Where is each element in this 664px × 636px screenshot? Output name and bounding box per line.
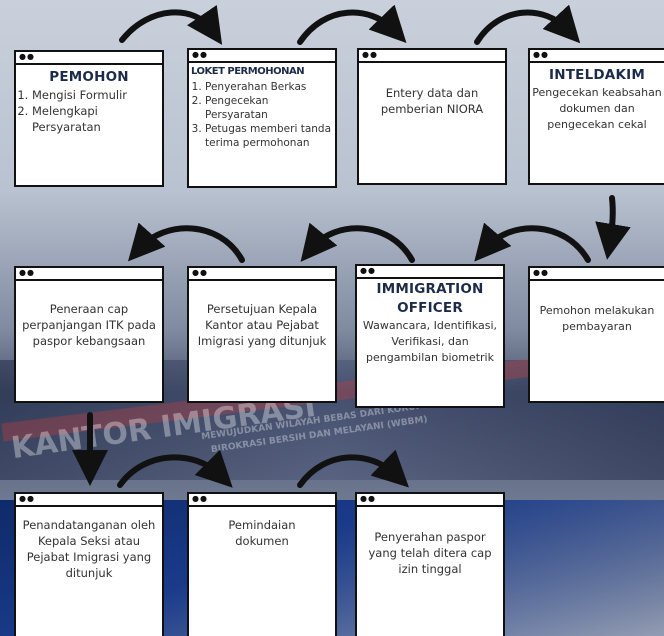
step-box-entery-data: ●● Entery data dan pemberian NIORA bbox=[357, 48, 507, 185]
window-bar: ●● bbox=[357, 494, 503, 507]
step-box-persetujuan: ●● Persetujuan Kepala Kantor atau Pejaba… bbox=[187, 266, 337, 403]
step-box-penandatanganan: ●● Penandatanganan oleh Kepala Seksi ata… bbox=[14, 492, 164, 636]
window-dots-icon: ●● bbox=[19, 494, 35, 503]
window-dots-icon: ●● bbox=[533, 50, 549, 59]
arrow-5-6 bbox=[474, 222, 591, 263]
arrow-6-7 bbox=[300, 222, 415, 263]
window-bar: ●● bbox=[16, 52, 162, 65]
step-text: Entery data dan pemberian NIORA bbox=[380, 86, 484, 116]
step-title: LOKET PERMOHONAN bbox=[191, 66, 305, 77]
step-text: Persetujuan Kepala Kantor atau Pejabat I… bbox=[197, 302, 327, 348]
step-title: INTELDAKIM bbox=[549, 67, 645, 83]
step-item: Petugas memberi tanda terima permohonan bbox=[205, 122, 333, 150]
step-item: Melengkapi Persyaratan bbox=[32, 103, 160, 135]
window-dots-icon: ●● bbox=[192, 494, 208, 503]
window-dots-icon: ●● bbox=[192, 268, 208, 277]
window-dots-icon: ●● bbox=[360, 494, 376, 503]
step-item: Pengecekan Persyaratan bbox=[205, 94, 333, 122]
window-bar: ●● bbox=[359, 50, 505, 63]
arrow-1-2 bbox=[119, 4, 223, 45]
step-text: Pemindaian dokumen bbox=[228, 518, 296, 548]
arrow-9-10 bbox=[117, 449, 233, 488]
step-text: Penyerahan paspor yang telah ditera cap … bbox=[368, 530, 492, 576]
window-bar: ●● bbox=[357, 266, 503, 279]
arrow-4-5 bbox=[595, 195, 631, 260]
step-text: Penandatanganan oleh Kepala Seksi atau P… bbox=[22, 518, 156, 580]
step-text: Pemohon melakukan pembayaran bbox=[539, 304, 655, 333]
step-box-inteldakim: ●● INTELDAKIM Pengecekan keabsahan dokum… bbox=[528, 48, 664, 185]
arrow-7-8 bbox=[127, 222, 245, 263]
window-dots-icon: ●● bbox=[362, 50, 378, 59]
step-box-penyerahan-paspor: ●● Penyerahan paspor yang telah ditera c… bbox=[355, 492, 505, 636]
step-text: Wawancara, Identifikasi, Verifikasi, dan… bbox=[362, 319, 498, 364]
step-title: IMMIGRATION OFFICER bbox=[376, 281, 484, 316]
window-bar: ●● bbox=[189, 50, 335, 63]
step-box-peneraan-cap: ●● Peneraan cap perpanjangan ITK pada pa… bbox=[14, 266, 164, 403]
window-bar: ●● bbox=[16, 268, 162, 281]
window-bar: ●● bbox=[16, 494, 162, 507]
step-item: Mengisi Formulir bbox=[32, 87, 160, 103]
step-box-loket-permohonan: ●● LOKET PERMOHONAN Penyerahan Berkas Pe… bbox=[187, 48, 337, 188]
step-box-pemindaian: ●● Pemindaian dokumen bbox=[187, 492, 337, 636]
step-box-immigration-officer: ●● IMMIGRATION OFFICER Wawancara, Identi… bbox=[355, 264, 505, 408]
window-bar: ●● bbox=[530, 50, 664, 63]
step-item: Penyerahan Berkas bbox=[205, 80, 333, 94]
step-title: PEMOHON bbox=[49, 69, 129, 85]
arrow-3-4 bbox=[474, 4, 581, 45]
window-bar: ●● bbox=[530, 268, 664, 281]
arrow-2-3 bbox=[297, 4, 407, 45]
window-dots-icon: ●● bbox=[533, 268, 549, 277]
window-dots-icon: ●● bbox=[19, 52, 35, 61]
step-text: Pengecekan keabsahan dokumen dan pengece… bbox=[532, 86, 662, 131]
window-bar: ●● bbox=[189, 494, 335, 507]
window-dots-icon: ●● bbox=[360, 266, 376, 275]
window-dots-icon: ●● bbox=[192, 50, 208, 59]
window-bar: ●● bbox=[189, 268, 335, 281]
step-text: Peneraan cap perpanjangan ITK pada paspo… bbox=[22, 302, 156, 348]
arrow-10-11 bbox=[297, 449, 409, 488]
window-dots-icon: ●● bbox=[19, 268, 35, 277]
step-box-pemohon: ●● PEMOHON Mengisi Formulir Melengkapi P… bbox=[14, 50, 164, 187]
step-box-pembayaran: ●● Pemohon melakukan pembayaran bbox=[528, 266, 664, 403]
